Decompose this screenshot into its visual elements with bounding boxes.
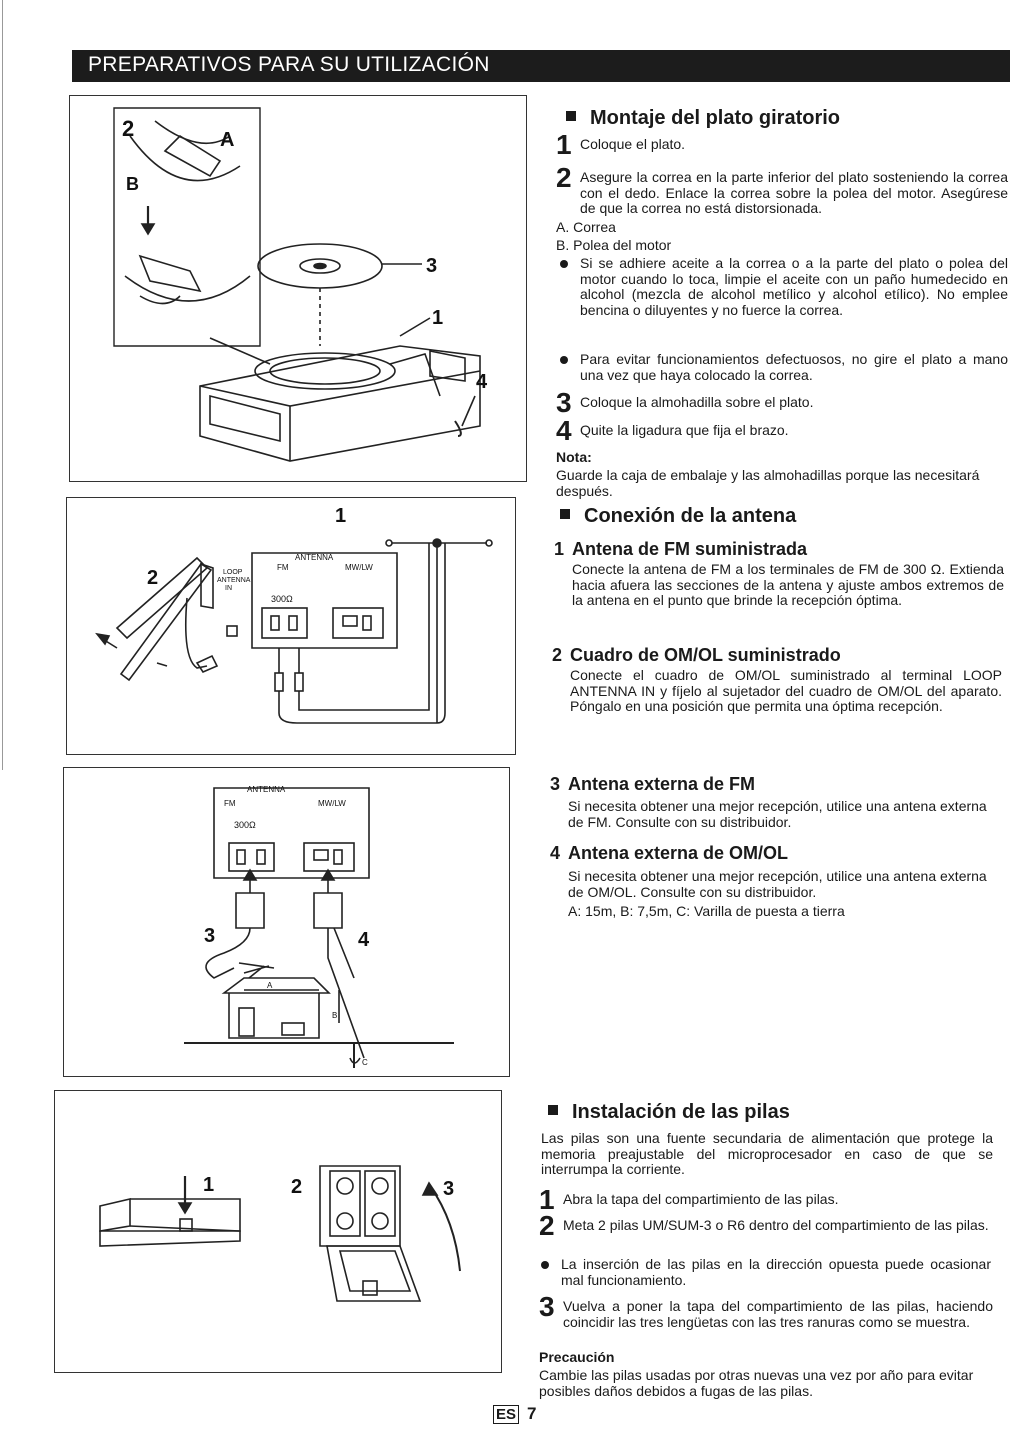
svg-text:A: A (220, 129, 234, 151)
antena-item-3-text: Si necesita obtener una mejor recepción,… (568, 798, 987, 830)
page-edge-rule (2, 0, 3, 770)
svg-text:ANTENNA: ANTENNA (217, 577, 251, 584)
svg-text:4: 4 (358, 929, 370, 951)
figure-batteries: 1 2 3 (54, 1090, 502, 1373)
montaje-bullet-1: Si se adhiere aceite a la correa o a la … (560, 255, 1008, 318)
svg-text:1: 1 (203, 1174, 214, 1196)
svg-text:2: 2 (122, 116, 134, 141)
turntable-illustration: 2 A B 3 1 4 (113, 107, 488, 462)
external-antenna-illustration: ANTENNA FM MW/LW 300Ω 3 4 A B C (184, 785, 454, 1068)
heading-square-marker (560, 509, 570, 519)
svg-text:4: 4 (476, 371, 488, 393)
language-badge: ES (493, 1405, 520, 1424)
nota-title: Nota: (556, 449, 592, 465)
antena-item-4-extra: A: 15m, B: 7,5m, C: Varilla de puesta a … (568, 903, 845, 919)
svg-text:ANTENNA: ANTENNA (247, 785, 286, 794)
svg-text:1: 1 (432, 307, 443, 329)
montaje-item-b: B. Polea del motor (556, 237, 672, 253)
svg-text:300Ω: 300Ω (234, 820, 256, 830)
svg-text:1: 1 (335, 505, 346, 527)
svg-text:B: B (332, 1011, 337, 1020)
heading-antena: Conexión de la antena (560, 505, 796, 528)
precaucion-title: Precaución (539, 1349, 615, 1365)
pilas-bullet-1: La inserción de las pilas en la direcció… (541, 1256, 991, 1288)
figure-turntable: 2 A B 3 1 4 (69, 95, 527, 482)
figure-antenna: 1 2 ANTENNA FM MW/LW 300Ω LOOP ANTENNA I… (66, 497, 516, 755)
svg-text:FM: FM (224, 799, 236, 808)
section-header-bar: PREPARATIVOS PARA SU UTILIZACIÓN (72, 50, 1010, 82)
heading-montaje: Montaje del plato giratorio (566, 107, 840, 130)
antenna-illustration: 1 2 ANTENNA FM MW/LW 300Ω LOOP ANTENNA I… (95, 505, 493, 724)
heading-square-marker (548, 1105, 558, 1115)
svg-text:300Ω: 300Ω (271, 594, 293, 604)
svg-text:2: 2 (147, 567, 158, 589)
svg-text:MW/LW: MW/LW (318, 799, 346, 808)
svg-text:3: 3 (443, 1178, 454, 1200)
svg-text:2: 2 (291, 1176, 302, 1198)
svg-text:B: B (126, 174, 139, 194)
pilas-intro: Las pilas son una fuente secundaria de a… (541, 1130, 993, 1177)
svg-text:IN: IN (225, 585, 232, 592)
heading-pilas: Instalación de las pilas (548, 1101, 790, 1124)
svg-text:C: C (362, 1058, 368, 1067)
montaje-bullet-2: Para evitar funcionamientos defectuosos,… (560, 351, 1008, 383)
precaucion-text: Cambie las pilas usadas por otras nuevas… (539, 1367, 974, 1399)
montaje-item-a: A. Correa (556, 219, 616, 235)
svg-text:MW/LW: MW/LW (345, 563, 373, 572)
heading-square-marker (566, 111, 576, 121)
figure-external-antenna: ANTENNA FM MW/LW 300Ω 3 4 A B C (63, 767, 510, 1077)
svg-text:3: 3 (426, 255, 437, 277)
antena-item-1-text: Conecte la antena de FM a los terminales… (572, 561, 1004, 608)
svg-text:ANTENNA: ANTENNA (295, 553, 334, 562)
section-header-title: PREPARATIVOS PARA SU UTILIZACIÓN (88, 53, 490, 76)
batteries-illustration: 1 2 3 (99, 1165, 461, 1302)
svg-text:A: A (267, 981, 273, 990)
svg-text:LOOP: LOOP (223, 569, 243, 576)
antena-item-4-text: Si necesita obtener una mejor recepción,… (568, 868, 987, 900)
svg-text:3: 3 (204, 925, 215, 947)
nota-text: Guarde la caja de embalaje y las almohad… (556, 467, 980, 499)
antena-item-2-text: Conecte el cuadro de OM/OL suministrado … (570, 667, 1002, 714)
svg-text:FM: FM (277, 563, 289, 572)
